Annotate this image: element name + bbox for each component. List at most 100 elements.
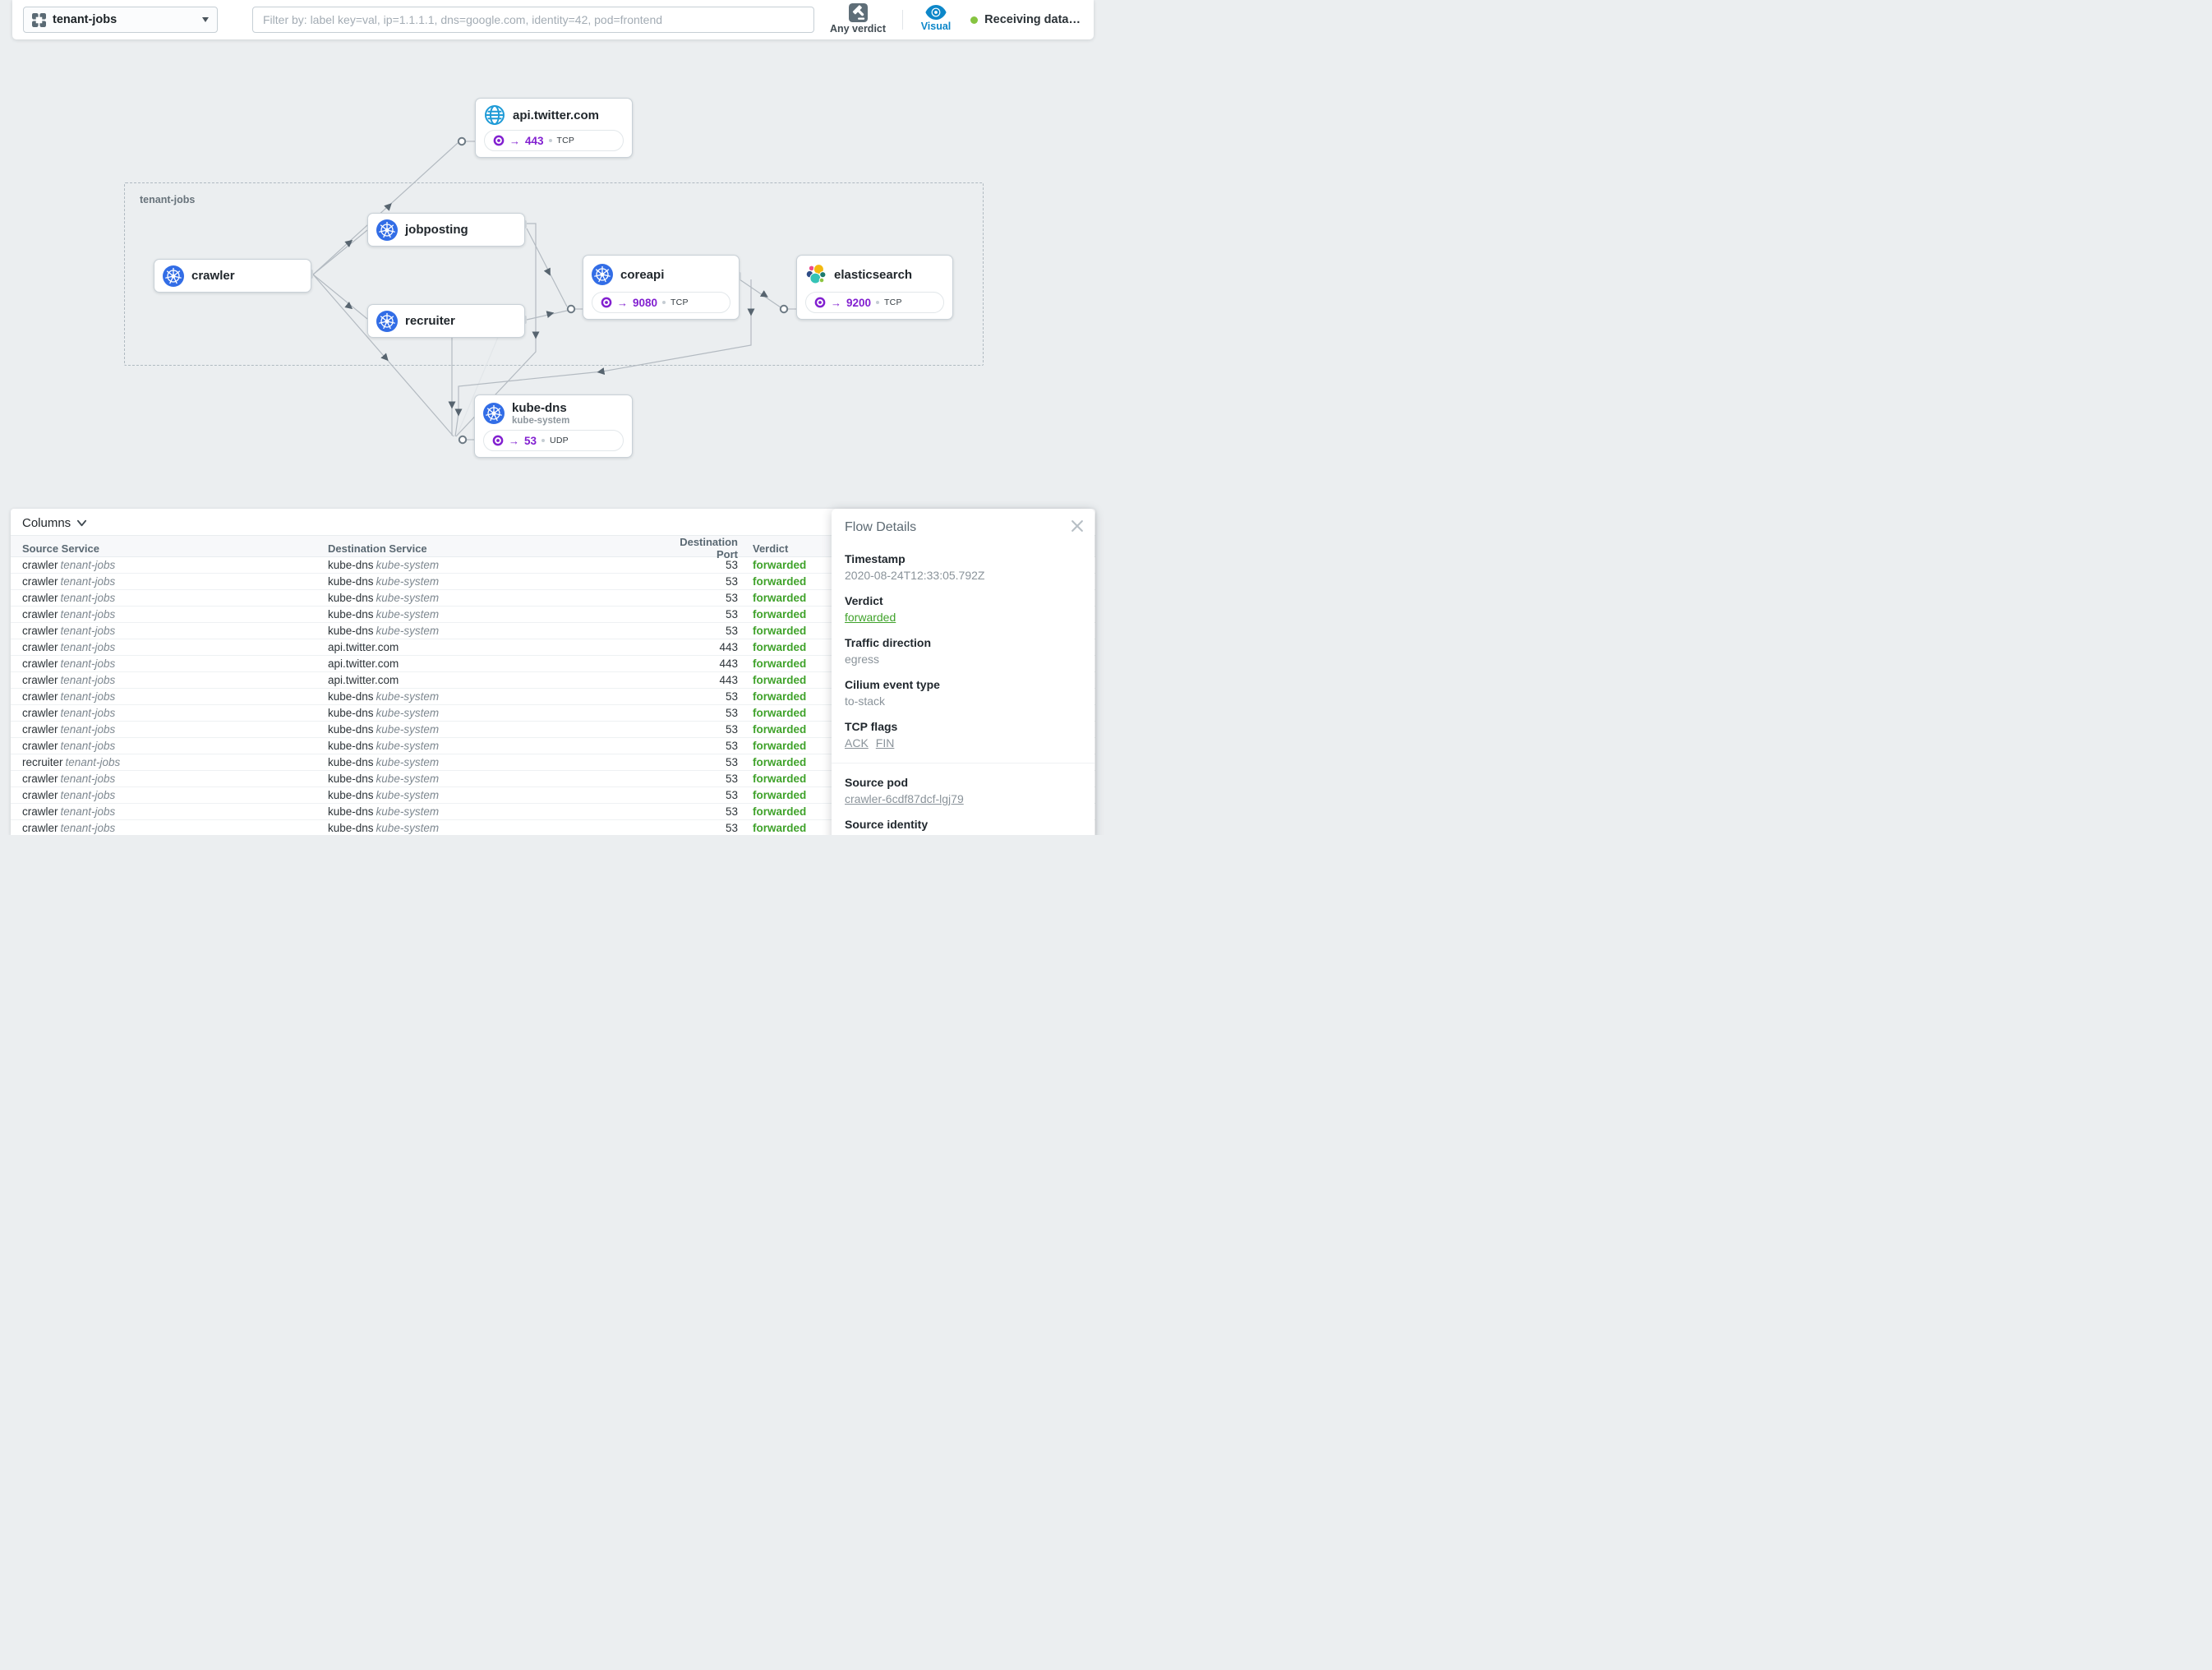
protocol-label: TCP [884, 298, 902, 307]
destination-namespace: kube-system [376, 723, 440, 736]
destination-namespace: kube-system [376, 756, 440, 768]
node-subtitle: kube-system [512, 416, 569, 426]
flow-detail-label: Verdict [845, 594, 1081, 607]
destination-service: kube-dns [328, 559, 374, 571]
source-service: crawler [22, 559, 58, 571]
flow-detail-value[interactable]: FIN [876, 736, 895, 750]
flow-detail-value: egress [845, 653, 879, 666]
map-node-coreapi[interactable]: coreapi → 9080 TCP [583, 255, 740, 320]
verdict-filter[interactable]: Any verdict [825, 3, 891, 35]
flow-filter-input[interactable] [252, 7, 814, 33]
destination-port: 53 [657, 756, 738, 768]
destination-namespace: kube-system [376, 625, 440, 637]
destination-port: 53 [657, 575, 738, 588]
protocol-label: TCP [557, 136, 575, 145]
port-pill[interactable]: → 443 TCP [484, 130, 624, 151]
source-namespace: tenant-jobs [61, 723, 116, 736]
map-node-recruiter[interactable]: recruiter [367, 304, 525, 338]
status-dot [970, 16, 978, 24]
destination-service: kube-dns [328, 592, 374, 604]
view-mode-toggle[interactable]: Visual [911, 5, 961, 32]
destination-port: 53 [657, 608, 738, 620]
dot-separator [662, 301, 666, 304]
columns-label: Columns [22, 516, 71, 530]
destination-service: api.twitter.com [328, 657, 399, 670]
verdict-filter-label: Any verdict [830, 23, 886, 35]
flow-detail-label: Source identity [845, 818, 1081, 831]
close-icon[interactable] [1071, 520, 1083, 532]
flow-detail-label: Source pod [845, 776, 1081, 789]
source-service: crawler [22, 641, 58, 653]
port-pill[interactable]: → 9200 TCP [805, 292, 944, 313]
source-namespace: tenant-jobs [61, 592, 116, 604]
destination-service: kube-dns [328, 740, 374, 752]
map-node-kube-dns[interactable]: kube-dns kube-system → 53 UDP [474, 394, 633, 458]
destination-service: kube-dns [328, 625, 374, 637]
column-header-source: Source Service [11, 542, 328, 555]
chevron-down-icon [76, 518, 87, 528]
port-pill[interactable]: → 53 UDP [483, 430, 624, 451]
top-bar: tenant-jobs Any verdict Visual Receiving… [12, 0, 1094, 39]
destination-service: kube-dns [328, 773, 374, 785]
gavel-icon [849, 3, 868, 22]
source-service: crawler [22, 592, 58, 604]
destination-port: 53 [657, 773, 738, 785]
node-title: api.twitter.com [513, 108, 599, 122]
source-service: crawler [22, 773, 58, 785]
map-node-elasticsearch[interactable]: elasticsearch → 9200 TCP [796, 255, 953, 320]
destination-port: 53 [657, 740, 738, 752]
flow-detail-value[interactable]: crawler-6cdf87dcf-lgj79 [845, 792, 964, 805]
columns-selector[interactable]: Columns [11, 509, 109, 535]
flow-detail-values: ACK FIN [845, 736, 1081, 750]
dot-separator [876, 301, 879, 304]
eye-icon [925, 5, 947, 20]
target-icon [493, 135, 505, 146]
source-service: crawler [22, 657, 58, 670]
column-header-port: Destination Port [657, 536, 738, 561]
flow-detail-values: 2020-08-24T12:33:05.792Z [845, 569, 1081, 582]
source-namespace: tenant-jobs [61, 773, 116, 785]
destination-service: kube-dns [328, 789, 374, 801]
destination-port: 53 [657, 789, 738, 801]
node-title: elasticsearch [834, 268, 912, 282]
kubernetes-icon [592, 264, 613, 285]
map-node-api-twitter[interactable]: api.twitter.com → 443 TCP [475, 98, 633, 158]
destination-namespace: kube-system [376, 773, 440, 785]
map-node-jobposting[interactable]: jobposting [367, 213, 525, 247]
source-namespace: tenant-jobs [61, 625, 116, 637]
port-pill[interactable]: → 9080 TCP [592, 292, 730, 313]
source-namespace: tenant-jobs [61, 559, 116, 571]
destination-port: 53 [657, 559, 738, 571]
destination-port: 443 [657, 657, 738, 670]
flow-detail-values: forwarded [845, 611, 1081, 624]
namespace-icon [32, 13, 46, 27]
source-service: crawler [22, 575, 58, 588]
flow-detail-value: 2020-08-24T12:33:05.792Z [845, 569, 984, 582]
destination-port: 53 [657, 625, 738, 637]
namespace-value: tenant-jobs [53, 13, 202, 26]
source-service: crawler [22, 608, 58, 620]
hubble-ui: tenant-jobs Any verdict Visual Receiving… [0, 0, 1106, 835]
flow-detail-value[interactable]: ACK [845, 736, 869, 750]
column-header-destination: Destination Service [328, 542, 657, 555]
destination-port: 53 [657, 822, 738, 834]
kubernetes-icon [376, 311, 398, 332]
destination-namespace: kube-system [376, 707, 440, 719]
arrow-right-icon: → [509, 135, 520, 147]
destination-namespace: kube-system [376, 789, 440, 801]
destination-service: kube-dns [328, 756, 374, 768]
flow-detail-value[interactable]: 40399 [845, 834, 877, 835]
map-node-crawler[interactable]: crawler [154, 259, 311, 293]
arrow-right-icon: → [509, 435, 519, 447]
flow-detail-value[interactable]: forwarded [845, 611, 896, 624]
flow-detail-section: Source pod crawler-6cdf87dcf-lgj79 [845, 776, 1081, 805]
flow-detail-section: Traffic direction egress [845, 636, 1081, 666]
destination-service: kube-dns [328, 707, 374, 719]
destination-port: 53 [657, 805, 738, 818]
target-icon [814, 297, 826, 308]
source-namespace: tenant-jobs [61, 805, 116, 818]
source-service: crawler [22, 690, 58, 703]
namespace-select[interactable]: tenant-jobs [23, 7, 218, 33]
source-service: crawler [22, 822, 58, 834]
destination-namespace: kube-system [376, 805, 440, 818]
